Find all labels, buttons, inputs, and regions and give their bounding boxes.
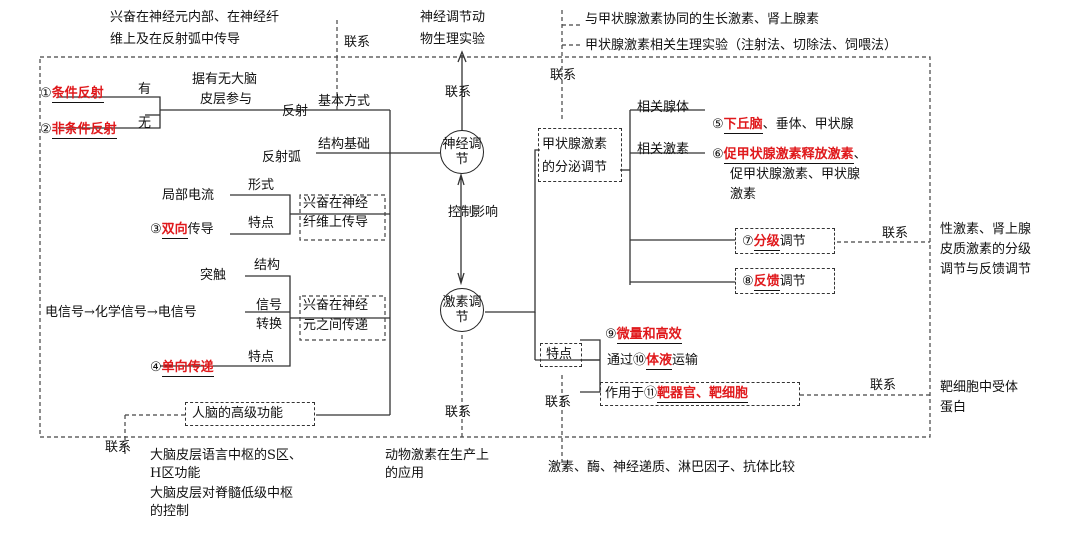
structural-basis-label: 结构基础 xyxy=(318,137,371,152)
top-link-right: 联系 xyxy=(550,68,577,83)
language-center-l2: H区功能 xyxy=(150,466,201,481)
fiber-conduct-l2: 纤维上传导 xyxy=(303,215,369,230)
thyroid-secretion-l2: 的分泌调节 xyxy=(542,160,608,175)
basic-mode-line xyxy=(316,109,391,415)
hormone-link3-label: 联系 xyxy=(545,395,572,410)
adrenal-l3: 调节与反馈调节 xyxy=(940,262,1032,277)
outer-frame xyxy=(39,56,931,438)
blank11: 作用于⑪靶器官、靶细胞 xyxy=(605,386,749,403)
receptor-l1: 靶细胞中受体 xyxy=(940,380,1019,395)
between-neurons-l2: 元之间传递 xyxy=(303,318,369,333)
hormone-application-l1: 动物激素在生产上 xyxy=(385,448,490,463)
animal-exp-l1: 神经调节动 xyxy=(420,10,486,25)
blank3: ③双向传导 xyxy=(150,222,214,239)
excite-prop-l2: 维上及在反射弧中传导 xyxy=(110,32,241,47)
act-on-box xyxy=(600,382,800,406)
hormone-regulation-node: 激素调节 xyxy=(440,288,484,332)
control-label: 控制 xyxy=(448,205,475,220)
blank8-box xyxy=(735,268,835,294)
structure-label: 结构 xyxy=(254,258,281,273)
blank7: ⑦分级调节 xyxy=(742,234,806,251)
thyroid-secretion-l1: 甲状腺激素 xyxy=(542,137,608,152)
has-label: 有 xyxy=(138,82,152,97)
higher-function-box xyxy=(185,402,315,426)
nerve-link-label: 联系 xyxy=(105,440,132,455)
hormone-link1-label: 联系 xyxy=(882,226,909,241)
basic-mode-label: 基本方式 xyxy=(318,94,371,109)
cortex-criterion-l2: 皮层参与 xyxy=(200,92,253,107)
adrenal-l1: 性激素、肾上腺 xyxy=(940,222,1032,237)
adrenal-l2: 皮质激素的分级 xyxy=(940,242,1032,257)
blank6: ⑥促甲状腺激素释放激素、 xyxy=(712,147,867,164)
related-glands-label: 相关腺体 xyxy=(637,100,690,115)
hormone-application-l2: 的应用 xyxy=(385,466,425,481)
excite-prop-l1: 兴奋在神经元内部、在神经纤 xyxy=(110,10,280,25)
blank8: ⑧反馈调节 xyxy=(742,274,806,291)
related-hormones-l3: 激素 xyxy=(730,187,757,202)
feature-label: 特点 xyxy=(248,216,275,231)
reflex-label: 反射 xyxy=(282,104,309,119)
blank7-box xyxy=(735,228,835,254)
nerve-regulation-node: 神经调节 xyxy=(440,130,484,174)
receptor-l2: 蛋白 xyxy=(940,400,967,415)
blank5: ⑤下丘脑、垂体、甲状腺 xyxy=(712,117,854,134)
blank10: 通过⑩体液运输 xyxy=(607,353,699,370)
influence-label: 影响 xyxy=(472,205,499,220)
synapse-label: 突触 xyxy=(200,268,227,283)
language-center-l1: 大脑皮层语言中枢的S区、 xyxy=(150,448,302,463)
signal-chain-label: 电信号→化学信号→电信号 xyxy=(45,305,197,320)
reflex-arc-label: 反射弧 xyxy=(262,150,302,165)
center-link-top: 联系 xyxy=(445,85,472,100)
signal-conversion-l2: 转换 xyxy=(256,317,283,332)
feature-box xyxy=(540,343,582,367)
top-link-left: 联系 xyxy=(344,35,371,50)
blank1: ①条件反射 xyxy=(40,86,104,103)
form-label: 形式 xyxy=(248,178,275,193)
blank4: ④单向传递 xyxy=(150,360,214,377)
substance-compare-label: 激素、酶、神经递质、淋巴因子、抗体比较 xyxy=(548,460,796,475)
thyroid-experiments: 甲状腺激素相关生理实验（注射法、切除法、饲喂法） xyxy=(585,38,898,53)
center-link-bottom: 联系 xyxy=(445,405,472,420)
hormone-feature-label: 特点 xyxy=(546,347,573,362)
spinal-control-l1: 大脑皮层对脊髓低级中枢 xyxy=(150,486,294,501)
blank2: ②非条件反射 xyxy=(40,122,117,139)
hormone-link2-label: 联系 xyxy=(870,378,897,393)
related-hormones-label: 相关激素 xyxy=(637,142,690,157)
fiber-conduct-l1: 兴奋在神经 xyxy=(303,196,369,211)
higher-function-label: 人脑的高级功能 xyxy=(192,406,284,421)
blank9: ⑨微量和高效 xyxy=(605,327,682,344)
none-label: 无 xyxy=(138,116,152,131)
between-neurons-l1: 兴奋在神经 xyxy=(303,298,369,313)
feature2-label: 特点 xyxy=(248,350,275,365)
local-current-label: 局部电流 xyxy=(162,188,215,203)
signal-conversion-l1: 信号 xyxy=(256,298,283,313)
synergy-hormones: 与甲状腺激素协同的生长激素、肾上腺素 xyxy=(585,12,820,27)
related-hormones-l2: 促甲状腺激素、甲状腺 xyxy=(730,167,861,182)
spinal-control-l2: 的控制 xyxy=(150,504,190,519)
animal-exp-l2: 物生理实验 xyxy=(420,32,486,47)
thyroid-secretion-box xyxy=(538,128,622,182)
cortex-criterion-l1: 据有无大脑 xyxy=(192,72,258,87)
